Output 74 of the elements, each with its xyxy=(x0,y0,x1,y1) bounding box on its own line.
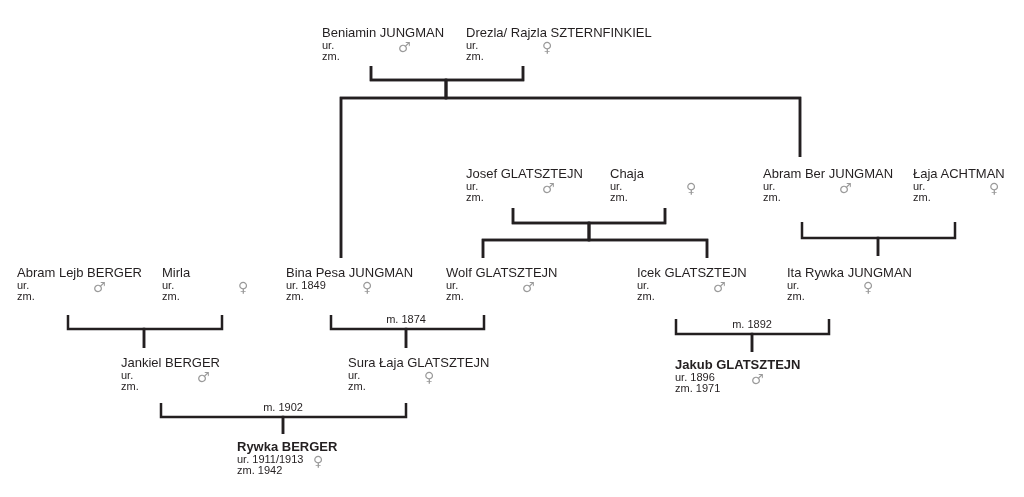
death-date: zm. xyxy=(466,51,484,62)
birth-date: ur. xyxy=(121,370,134,381)
gender-symbol: ♀ xyxy=(313,454,324,468)
edge-label: m. 1902 xyxy=(261,401,305,413)
birth-date: ur. xyxy=(162,280,175,291)
birth-date: ur. 1911/1913 xyxy=(237,454,304,465)
person-name: Drezla/ Rajzla SZTERNFINKIEL xyxy=(466,25,652,40)
family-line xyxy=(750,319,831,352)
birth-date: ur. xyxy=(913,181,926,192)
person-name: Jakub GLATSZTEJN xyxy=(675,357,801,372)
family-line xyxy=(142,315,224,348)
birth-date: ur. xyxy=(637,280,650,291)
person-name: Abram Lejb BERGER xyxy=(17,265,142,280)
birth-date: ur. xyxy=(322,40,335,51)
gender-symbol: ♀ xyxy=(238,280,249,294)
person-name: Ita Rywka JUNGMAN xyxy=(787,265,912,280)
gender-symbol: ♀ xyxy=(863,280,874,294)
family-line xyxy=(404,315,486,348)
gender-symbol: ♂ xyxy=(751,372,764,386)
death-date: zm. xyxy=(17,291,35,302)
gender-symbol: ♀ xyxy=(542,40,553,54)
birth-date: ur. xyxy=(348,370,361,381)
death-date: zm. xyxy=(162,291,180,302)
birth-date: ur. xyxy=(446,280,459,291)
person-name: Jankiel BERGER xyxy=(121,355,220,370)
person-name: Icek GLATSZTEJN xyxy=(637,265,747,280)
person-name: Abram Ber JUNGMAN xyxy=(763,166,894,181)
gender-symbol: ♂ xyxy=(93,280,106,294)
birth-date: ur. xyxy=(610,181,623,192)
gender-symbol: ♂ xyxy=(197,370,210,384)
death-date: zm. xyxy=(466,192,484,203)
birth-date: ur. xyxy=(466,181,479,192)
person-name: Sura Łaja GLATSZTEJN xyxy=(348,355,490,370)
gender-symbol: ♀ xyxy=(362,280,373,294)
death-date: zm. xyxy=(121,381,139,392)
death-date: zm. xyxy=(348,381,366,392)
family-line xyxy=(587,208,709,258)
gender-symbol: ♀ xyxy=(686,181,697,195)
death-date: zm. xyxy=(763,192,781,203)
edge-label: m. 1874 xyxy=(384,313,428,325)
gender-symbol: ♂ xyxy=(542,181,555,195)
person-name: Wolf GLATSZTEJN xyxy=(446,265,558,280)
birth-date: ur. xyxy=(17,280,30,291)
family-line xyxy=(281,403,408,434)
death-date: zm. xyxy=(787,291,805,302)
death-date: zm. xyxy=(286,291,304,302)
death-date: zm. 1942 xyxy=(237,465,283,476)
birth-date: ur. 1896 xyxy=(675,372,715,383)
person-name: Łaja ACHTMAN xyxy=(913,166,1005,181)
family-line xyxy=(876,222,957,256)
birth-date: ur. xyxy=(763,181,776,192)
death-date: zm. xyxy=(913,192,931,203)
gender-symbol: ♂ xyxy=(522,280,535,294)
family-line xyxy=(444,66,802,157)
edge-label: m. 1892 xyxy=(730,318,774,330)
death-date: zm. xyxy=(610,192,628,203)
gender-symbol: ♀ xyxy=(989,181,1000,195)
person-name: Beniamin JUNGMAN xyxy=(322,25,445,40)
death-date: zm. 1971 xyxy=(675,383,721,394)
birth-date: ur. xyxy=(466,40,479,51)
gender-symbol: ♀ xyxy=(424,370,435,384)
person-name: Chaja xyxy=(610,166,645,181)
death-date: zm. xyxy=(637,291,655,302)
person-name: Josef GLATSZTEJN xyxy=(466,166,583,181)
gender-symbol: ♂ xyxy=(398,40,411,54)
gender-symbol: ♂ xyxy=(713,280,726,294)
birth-date: ur. xyxy=(787,280,800,291)
person-name: Rywka BERGER xyxy=(237,439,338,454)
gender-symbol: ♂ xyxy=(839,181,852,195)
birth-date: ur. 1849 xyxy=(286,280,326,291)
death-date: zm. xyxy=(446,291,464,302)
death-date: zm. xyxy=(322,51,340,62)
person-name: Mirla xyxy=(162,265,192,280)
person-name: Bina Pesa JUNGMAN xyxy=(286,265,414,280)
